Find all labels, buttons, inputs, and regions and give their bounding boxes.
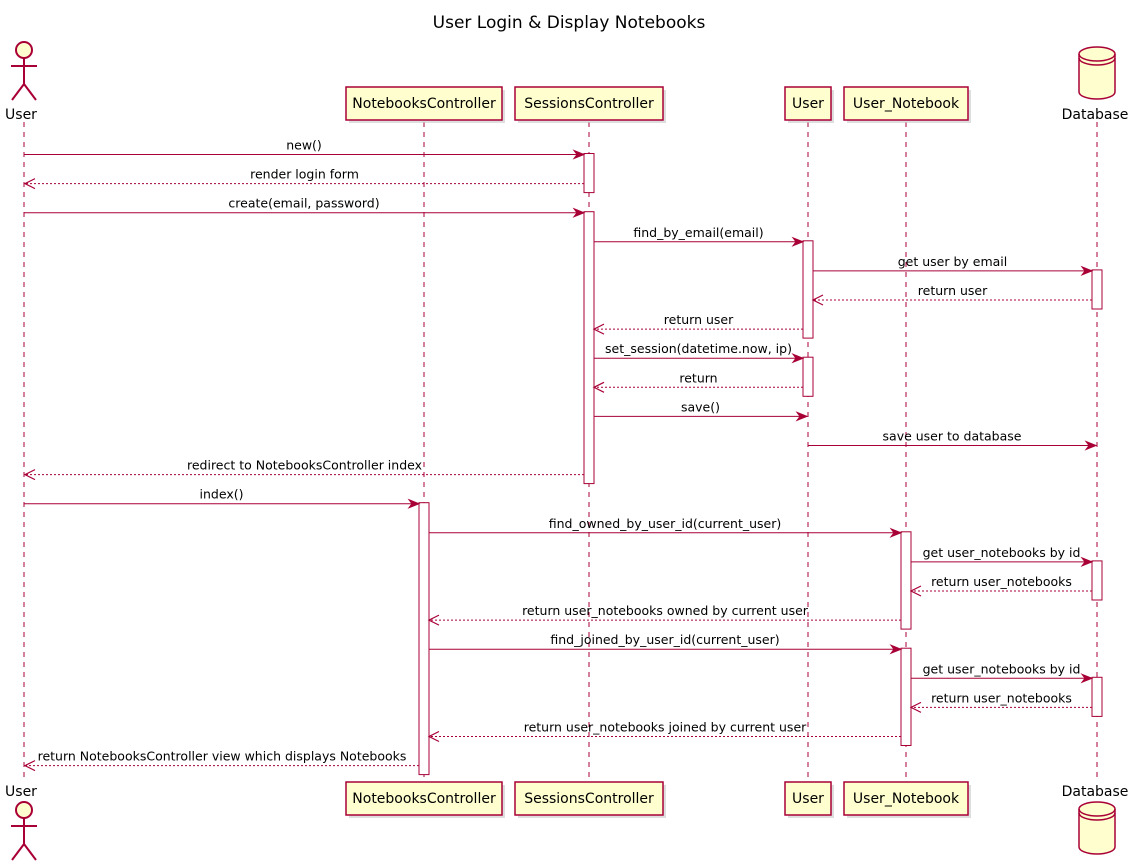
message-arrow: save()	[594, 399, 809, 422]
activation-bar-notebooks_controller	[418, 502, 430, 776]
activation-bar-database	[1091, 676, 1103, 717]
participant-box-sessions_controller-top: SessionsController	[514, 86, 666, 123]
participant-label: User	[792, 96, 824, 112]
message-arrow: return NotebooksController view which di…	[23, 749, 419, 772]
message-label: return user_notebooks	[931, 574, 1072, 589]
database-icon	[1078, 801, 1116, 855]
participant-label-database-bottom: Database	[1062, 784, 1129, 800]
message-label: get user by email	[898, 254, 1008, 269]
message-label: create(email, password)	[228, 196, 379, 211]
message-label: index()	[200, 487, 244, 502]
message-label: render login form	[250, 167, 359, 182]
participant-label-database-top: Database	[1062, 107, 1129, 123]
participant-box-user_model-bottom: User	[784, 781, 834, 818]
message-arrow: save user to database	[808, 429, 1098, 451]
message-label: find_owned_by_user_id(current_user)	[549, 516, 782, 531]
activation-bar-user_model	[802, 240, 814, 339]
message-arrow: new()	[24, 138, 586, 160]
activation-bar-user_notebook	[900, 647, 912, 747]
actor-icon	[11, 41, 37, 101]
message-label: find_joined_by_user_id(current_user)	[550, 632, 779, 647]
message-arrow: return	[592, 370, 803, 393]
message-arrow: get user_notebooks by id	[911, 661, 1094, 684]
message-label: return user_notebooks	[931, 690, 1072, 705]
message-label: redirect to NotebooksController index	[187, 458, 422, 473]
participant-label: SessionsController	[524, 96, 654, 112]
message-arrow: get user_notebooks by id	[911, 545, 1094, 568]
participant-label: User	[792, 791, 824, 807]
participant-label-user-top: User	[5, 107, 37, 123]
database-icon	[1078, 46, 1116, 100]
message-arrow: find_by_email(email)	[594, 225, 805, 247]
participant-label: NotebooksController	[352, 96, 496, 112]
diagram-title: User Login & Display Notebooks	[433, 13, 706, 33]
message-arrow: find_joined_by_user_id(current_user)	[429, 632, 903, 655]
message-label: return user_notebooks owned by current u…	[522, 603, 809, 618]
message-arrow: return user_notebooks owned by current u…	[427, 603, 901, 626]
message-label: new()	[286, 138, 322, 153]
participant-label-user-bottom: User	[5, 784, 37, 800]
activation-bar-sessions_controller	[583, 153, 595, 194]
message-label: find_by_email(email)	[633, 225, 763, 240]
message-arrow: return user	[811, 283, 1092, 306]
message-label: get user_notebooks by id	[923, 661, 1081, 676]
participant-label: User_Notebook	[853, 791, 960, 807]
participant-label: User_Notebook	[853, 96, 960, 112]
activation-bar-user_model	[802, 356, 814, 397]
message-arrow: return user_notebooks	[909, 574, 1092, 597]
participant-box-user_model-top: User	[784, 86, 834, 123]
message-arrow: redirect to NotebooksController index	[23, 458, 584, 481]
lifelines	[23, 122, 1098, 780]
message-arrow: return user_notebooks	[909, 690, 1092, 713]
activation-bar-user_notebook	[900, 531, 912, 630]
participant-box-notebooks_controller-top: NotebooksController	[345, 86, 505, 123]
activation-bars	[418, 153, 1103, 776]
participant-box-sessions_controller-bottom: SessionsController	[514, 781, 666, 818]
message-label: get user_notebooks by id	[923, 545, 1081, 560]
message-arrow: return user_notebooks joined by current …	[427, 720, 901, 743]
participants: UserUserNotebooksControllerNotebooksCont…	[5, 41, 1129, 861]
message-label: return	[679, 370, 717, 385]
message-label: return user	[664, 312, 734, 327]
messages: new() render login form create(email, pass…	[23, 138, 1098, 772]
message-label: return user_notebooks joined by current …	[524, 720, 807, 735]
message-arrow: create(email, password)	[24, 196, 586, 218]
participant-label: NotebooksController	[352, 791, 496, 807]
message-arrow: find_owned_by_user_id(current_user)	[429, 516, 903, 538]
activation-bar-database	[1091, 269, 1103, 310]
message-label: return user	[918, 283, 988, 298]
message-arrow: set_session(datetime.now, ip)	[594, 341, 805, 364]
participant-box-notebooks_controller-bottom: NotebooksController	[345, 781, 505, 818]
message-arrow: get user by email	[813, 254, 1094, 277]
message-arrow: index()	[24, 487, 421, 509]
message-arrow: return user	[592, 312, 803, 335]
actor-icon	[11, 801, 37, 861]
participant-box-user_notebook-bottom: User_Notebook	[843, 781, 971, 818]
message-label: return NotebooksController view which di…	[38, 749, 407, 764]
message-label: save()	[681, 399, 720, 414]
participant-box-user_notebook-top: User_Notebook	[843, 86, 971, 123]
participant-label: SessionsController	[524, 791, 654, 807]
message-label: save user to database	[883, 429, 1022, 444]
message-label: set_session(datetime.now, ip)	[605, 341, 792, 356]
message-arrow: render login form	[23, 167, 584, 190]
activation-bar-sessions_controller	[583, 211, 595, 485]
activation-bar-database	[1091, 560, 1103, 601]
